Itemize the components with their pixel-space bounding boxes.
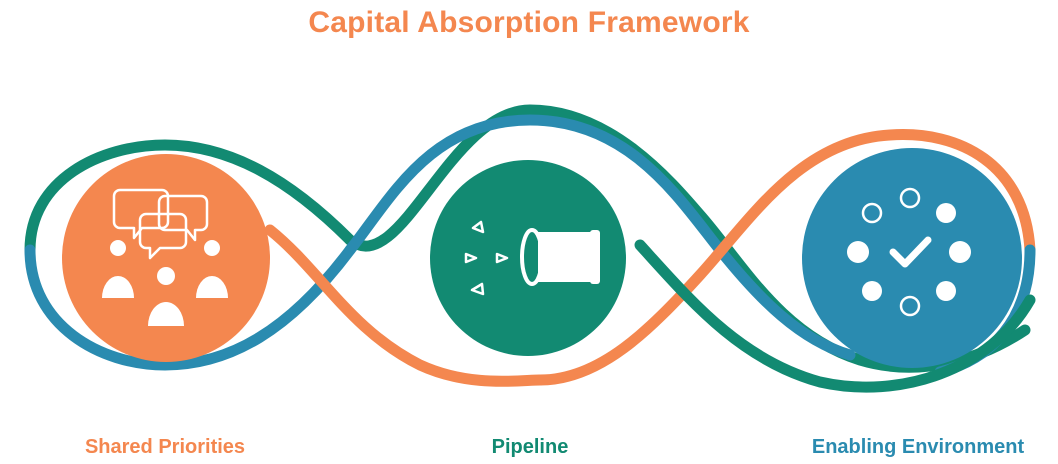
band-mid-orange-cross <box>534 129 1036 386</box>
people-icon <box>102 240 228 326</box>
stage-label-shared-priorities: Shared Priorities <box>84 436 246 458</box>
stage-label-pipeline: Pipeline <box>491 436 569 458</box>
stage-label-enabling-environment: Enabling Environment <box>811 436 1025 458</box>
people-discussion-icon <box>112 188 209 260</box>
pipe-flow-icon <box>464 220 600 296</box>
band-left-top-green <box>24 139 356 256</box>
circle-of-dots-check-icon <box>847 187 971 317</box>
band-left-inner-orange <box>264 224 546 387</box>
shared-priorities-circle <box>62 154 270 362</box>
diagram-title: Capital Absorption Framework <box>308 6 750 39</box>
band-right-green-bottom <box>634 239 1036 393</box>
band-left-bottom-blue <box>24 244 356 371</box>
band-mid-blue-cross <box>344 114 856 361</box>
pipeline-circle <box>430 160 626 356</box>
checkmark-icon <box>889 236 932 268</box>
